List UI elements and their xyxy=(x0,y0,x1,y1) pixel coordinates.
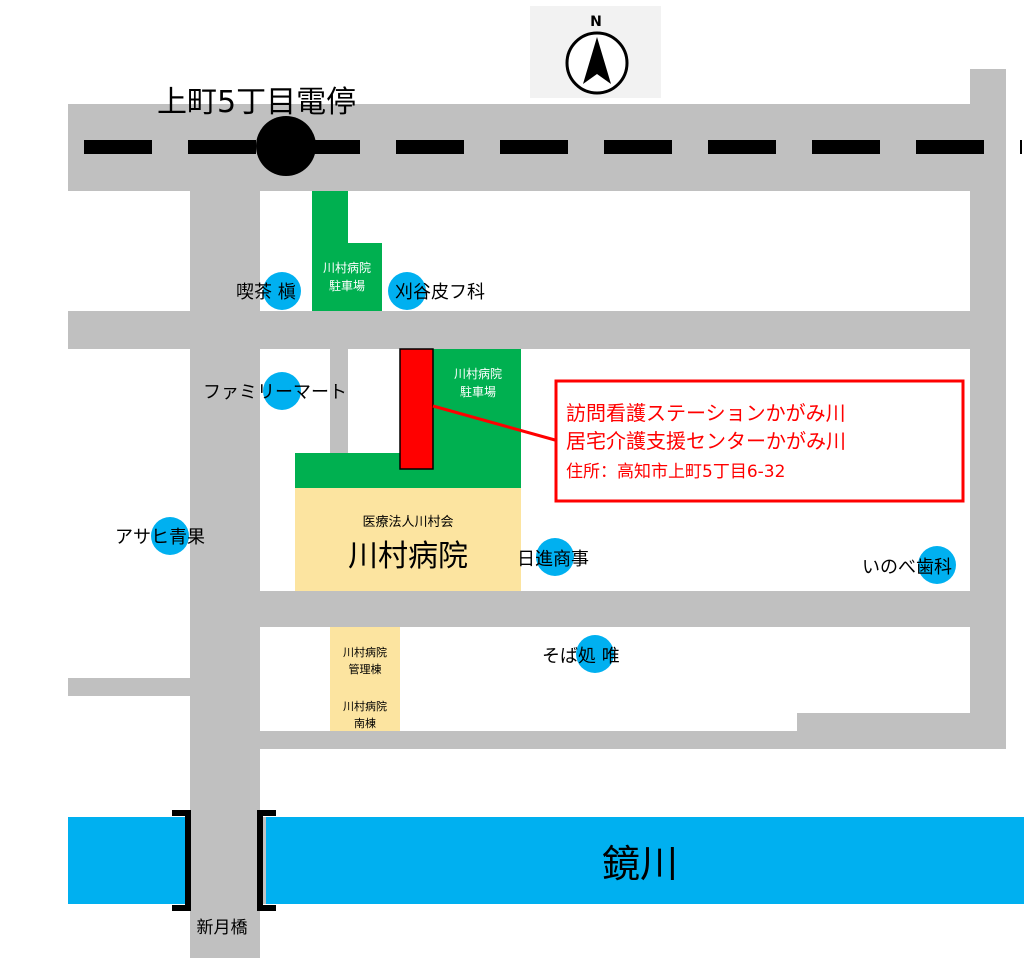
river-label: 鏡川 xyxy=(602,842,678,886)
callout-line-1: 訪問看護ステーションかがみ川 xyxy=(566,401,846,425)
landmark-label-asahi: アサヒ青果 xyxy=(115,527,205,548)
parking-north-label-1: 川村病院 xyxy=(323,260,371,275)
bridge-label: 新月橋 xyxy=(197,918,248,938)
landmark-dot-kariya[interactable] xyxy=(388,272,426,310)
callout-line-2: 居宅介護支援センターかがみ川 xyxy=(566,429,846,453)
landmark-label-soba: そば処 唯 xyxy=(542,646,620,667)
bridge-rail-right xyxy=(257,810,276,911)
landmark-dot-nisshin[interactable] xyxy=(536,538,574,576)
landmark-dot-soba[interactable] xyxy=(576,635,614,673)
parking-north-label-2: 駐車場 xyxy=(329,278,365,293)
target-office-marker[interactable] xyxy=(399,348,434,470)
annex-admin-building xyxy=(330,627,400,731)
landmark-dot-asahi[interactable] xyxy=(151,517,189,555)
road-south-horizontal-1 xyxy=(190,591,1006,627)
landmark-label-familymart: ファミリーマート xyxy=(203,382,347,403)
annex-south-label-2: 南棟 xyxy=(354,716,376,730)
hospital-name: 川村病院 xyxy=(348,539,468,574)
parking-north xyxy=(312,191,382,311)
landmark-label-inobe: いのべ歯科 xyxy=(862,557,952,578)
landmark-label-kissa: 喫茶 槇 xyxy=(236,282,296,303)
hospital-org: 医療法人川村会 xyxy=(362,515,453,530)
hospital-building xyxy=(295,488,521,591)
landmark-dot-familymart[interactable] xyxy=(263,372,301,410)
north-arrow-needle xyxy=(583,37,611,84)
bridge-rail-left xyxy=(172,810,191,911)
road-south-horizontal-2 xyxy=(260,731,1006,749)
road-west-spur xyxy=(68,678,190,696)
callout-leader-line xyxy=(432,404,556,442)
bridge-deck xyxy=(190,817,266,904)
road-east-vertical xyxy=(970,69,1006,747)
road-southeast-spur xyxy=(797,713,1006,731)
road-network xyxy=(68,69,1006,958)
annex-admin-label-1: 川村病院 xyxy=(343,645,387,659)
landmark-dot-kissa[interactable] xyxy=(263,272,301,310)
landmark-dot-inobe[interactable] xyxy=(918,546,956,584)
road-alley-vertical xyxy=(330,349,348,453)
landmark-label-kariya: 刈谷皮フ科 xyxy=(395,282,485,303)
landmark-label-nisshin: 日進商事 xyxy=(517,549,589,570)
landmark-dots xyxy=(151,272,956,673)
tram-stop-label: 上町5丁目電停 xyxy=(157,85,356,120)
compass-north-label: N xyxy=(590,14,602,30)
callout-box[interactable] xyxy=(554,379,965,503)
annex-south-label-1: 川村病院 xyxy=(343,699,387,713)
tram-stop-marker[interactable] xyxy=(256,116,316,176)
road-middle-horizontal xyxy=(68,311,1006,349)
landmark-labels: 喫茶 槇 刈谷皮フ科 ファミリーマート アサヒ青果 日進商事 いのべ歯科 そば処… xyxy=(115,282,952,667)
annex-admin-label-2: 管理棟 xyxy=(349,662,382,676)
parking-center-label-2: 駐車場 xyxy=(460,384,496,399)
callout-line-3: 住所：高知市上町5丁目6-32 xyxy=(566,462,785,482)
parking-center-label-1: 川村病院 xyxy=(454,366,502,381)
compass: N xyxy=(530,6,661,98)
